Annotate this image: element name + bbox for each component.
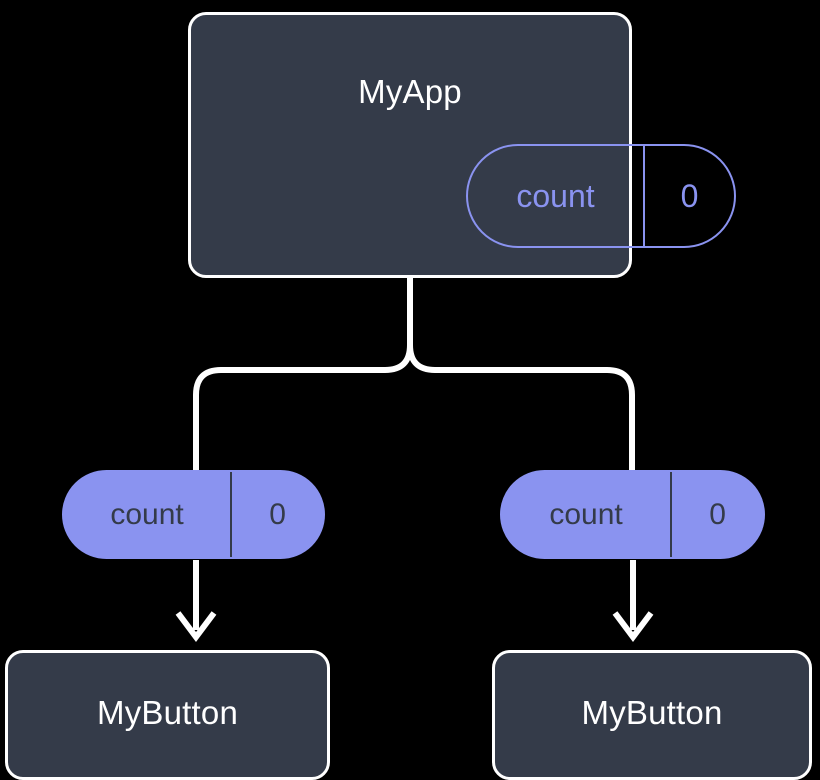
node-myapp[interactable]: MyApp count 0: [188, 12, 736, 278]
arrowhead-left-icon: [175, 611, 217, 642]
props-pill-value: 0: [230, 472, 323, 557]
props-pill-key: count: [110, 497, 184, 531]
state-pill-value: 0: [643, 146, 734, 246]
state-pill-key: count: [516, 177, 595, 214]
node-myapp-label: MyApp: [358, 73, 462, 110]
state-pill-myapp-count[interactable]: count 0: [466, 144, 736, 248]
node-mybutton-right[interactable]: MyButton: [492, 650, 812, 780]
node-mybutton-left-label: MyButton: [97, 694, 238, 731]
node-mybutton-left[interactable]: MyButton: [5, 650, 330, 780]
arrowhead-right-icon: [612, 611, 654, 642]
node-mybutton-right-label: MyButton: [581, 694, 723, 731]
props-pill-key: count: [549, 497, 623, 531]
props-pill-left-count[interactable]: count 0: [62, 470, 325, 559]
edge-myapp-to-right-props: [407, 275, 635, 473]
props-pill-right-count[interactable]: count 0: [500, 470, 765, 559]
props-pill-value: 0: [670, 472, 763, 557]
edge-myapp-to-left-props: [193, 275, 413, 473]
